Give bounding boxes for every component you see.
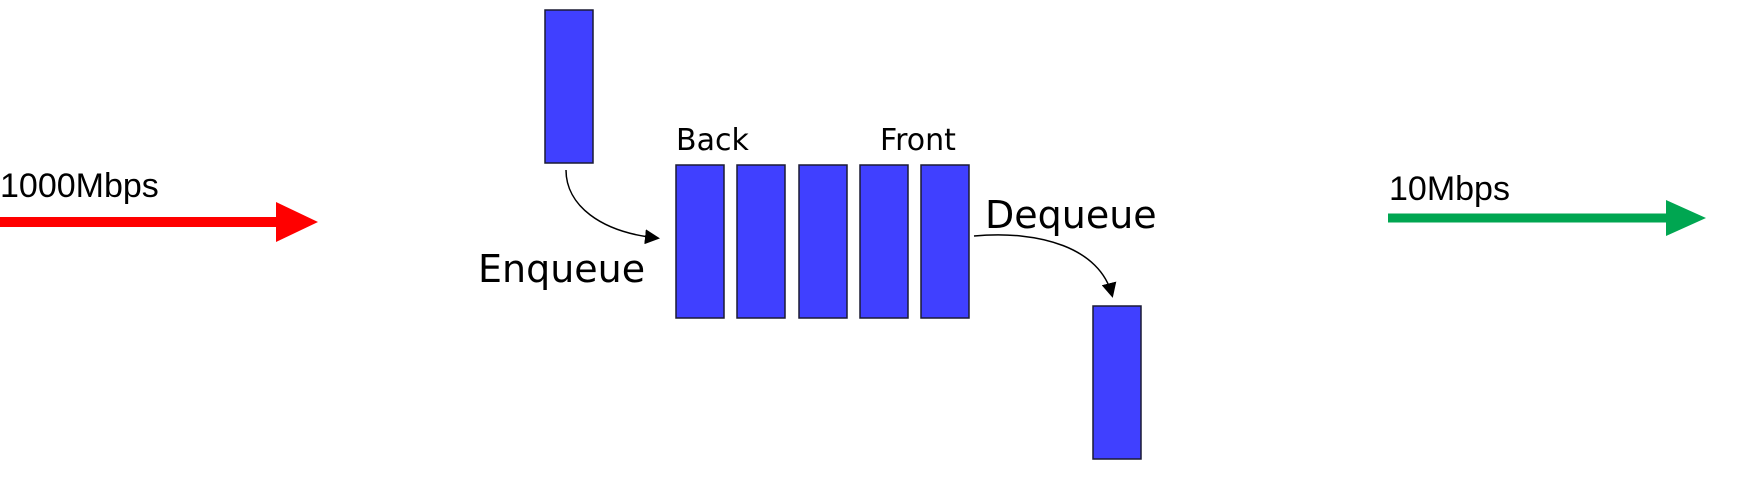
outgoing-link: 10Mbps — [1388, 170, 1706, 236]
departing-packet-block — [1092, 305, 1142, 460]
incoming-rate-label: 1000Mbps — [0, 167, 159, 205]
queue-buffer — [675, 164, 970, 319]
dequeue-label: Dequeue — [985, 193, 1157, 237]
dequeue-arrow — [973, 234, 1117, 298]
outgoing-rate-label: 10Mbps — [1389, 170, 1510, 208]
queue-front-label: Front — [880, 123, 956, 158]
enqueue-label: Enqueue — [478, 247, 645, 291]
outgoing-arrow-head — [1666, 200, 1706, 236]
incoming-link: 1000Mbps — [0, 167, 318, 242]
queued-packet-block — [798, 164, 848, 319]
queued-packet-block — [920, 164, 970, 319]
arriving-packet-block — [544, 9, 594, 164]
enqueue-arrow — [565, 169, 660, 245]
queued-packet-block — [859, 164, 909, 319]
queued-packet-block — [675, 164, 725, 319]
queued-packet-block — [736, 164, 786, 319]
incoming-arrow-head — [276, 202, 318, 242]
queue-back-label: Back — [676, 123, 749, 158]
